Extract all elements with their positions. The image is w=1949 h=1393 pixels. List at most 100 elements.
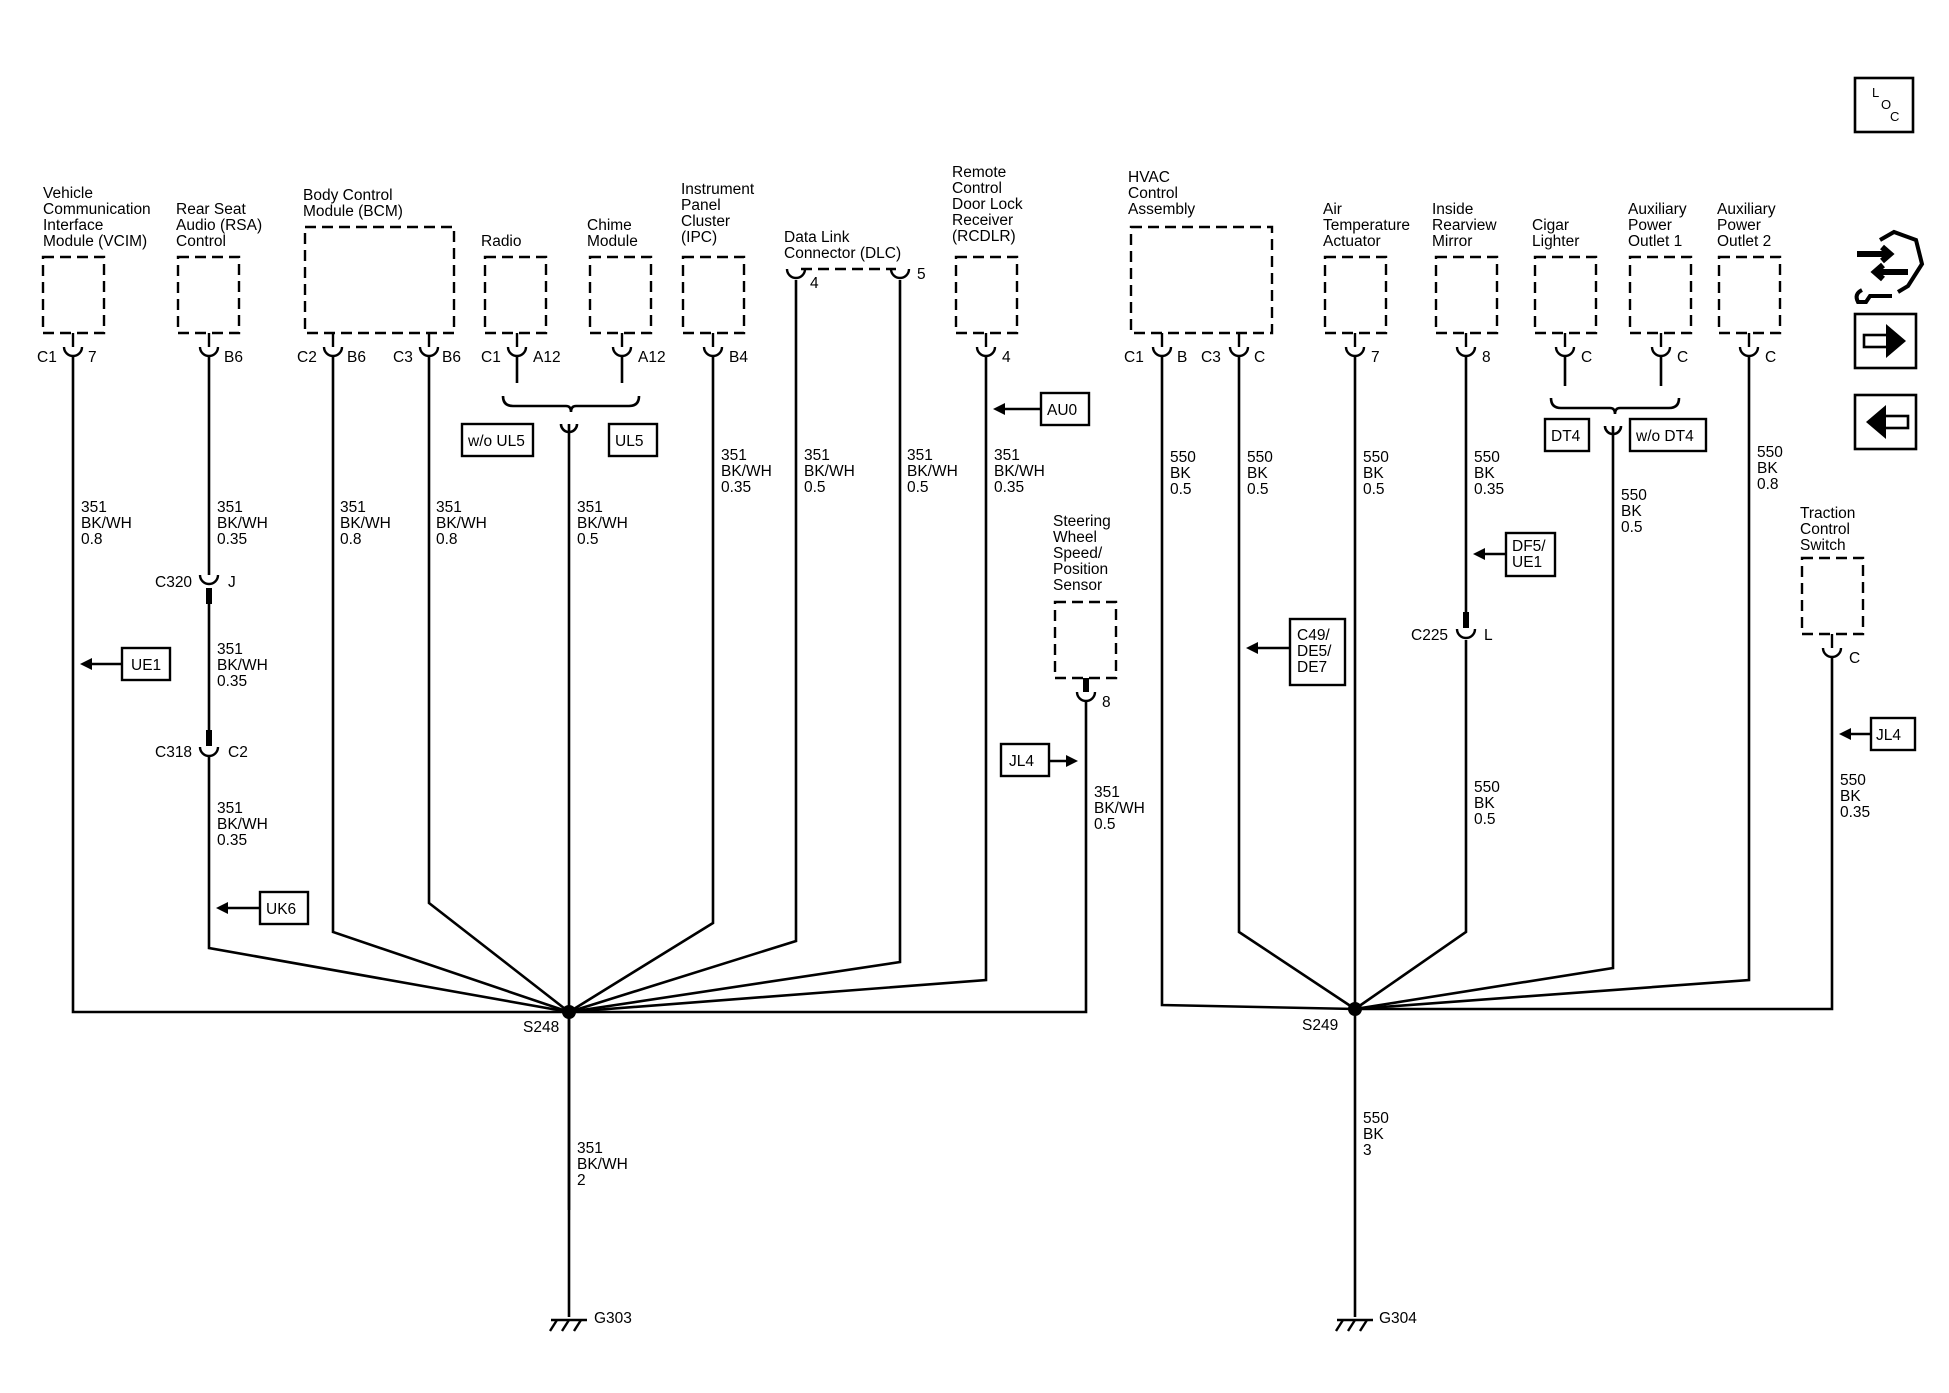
option-au0[interactable]: AU0 bbox=[993, 391, 1091, 427]
arrow-right-icon bbox=[1862, 324, 1906, 358]
swsp-label: Steering Wheel Speed/ Position Sensor bbox=[1053, 513, 1115, 594]
chime-box bbox=[588, 255, 653, 335]
pin-label: B bbox=[1177, 349, 1187, 366]
mirror-label: Inside Rearview Mirror bbox=[1432, 201, 1501, 250]
connector-id-label: C225 bbox=[1411, 627, 1448, 644]
option-df5-ue1[interactable]: DF5/UE1 bbox=[1473, 531, 1557, 578]
pin-label: C bbox=[1849, 650, 1860, 667]
tcs-label: Traction Control Switch bbox=[1800, 505, 1860, 554]
pin-label: 7 bbox=[1371, 349, 1380, 366]
pin-label: C1 bbox=[37, 349, 57, 366]
pin-label: C1 bbox=[1124, 349, 1144, 366]
splices: S248 S249 bbox=[523, 1002, 1362, 1036]
dlc-pin4-connector bbox=[785, 268, 807, 280]
option-wo-dt4[interactable]: w/o DT4 bbox=[1628, 417, 1708, 453]
hvac-c1-connector bbox=[1151, 333, 1173, 358]
prev-page-button[interactable] bbox=[1853, 393, 1918, 451]
component-boxes bbox=[41, 225, 1865, 680]
svg-text:w/o UL5: w/o UL5 bbox=[467, 433, 525, 450]
splice-s249-label: S249 bbox=[1302, 1017, 1338, 1034]
pin-label: 8 bbox=[1482, 349, 1491, 366]
wire-ipc bbox=[568, 357, 715, 1014]
chime-label: Chime Module bbox=[587, 217, 638, 250]
rsa-label: Rear Seat Audio (RSA) Control bbox=[176, 201, 266, 250]
pin-label: L bbox=[1484, 627, 1493, 644]
rsa-box bbox=[176, 255, 241, 335]
option-c49-de5-de7[interactable]: C49/DE5/DE7 bbox=[1246, 617, 1347, 687]
svg-text:C: C bbox=[1890, 109, 1899, 124]
apo2-connector bbox=[1738, 333, 1760, 358]
option-ue1[interactable]: UE1 bbox=[80, 646, 172, 682]
option-markers: UE1 UK6 w/o UL5 UL5 AU0 JL4 bbox=[80, 391, 1917, 926]
option-dt4[interactable]: DT4 bbox=[1543, 417, 1591, 453]
air-temp-connector bbox=[1344, 333, 1366, 358]
wire-bcm-c2 bbox=[331, 357, 570, 1014]
loc-button[interactable]: L O C bbox=[1853, 76, 1915, 134]
wire-tcs bbox=[1355, 658, 1834, 1011]
pin-label: C bbox=[1581, 349, 1592, 366]
apo1-box bbox=[1628, 255, 1693, 335]
ground-g303-label: G303 bbox=[594, 1310, 632, 1327]
hvac-box bbox=[1129, 225, 1274, 335]
cigar-label: Cigar Lighter bbox=[1532, 217, 1579, 250]
splice-s249-dot bbox=[1348, 1002, 1362, 1016]
pin-label: C2 bbox=[297, 349, 317, 366]
pin-label: C bbox=[1254, 349, 1265, 366]
option-uk6[interactable]: UK6 bbox=[216, 890, 310, 926]
svg-text:UL5: UL5 bbox=[615, 433, 643, 450]
pin-label: C1 bbox=[481, 349, 501, 366]
ground-g304-icon bbox=[1334, 1318, 1373, 1332]
tcs-box bbox=[1800, 556, 1865, 636]
c318-connector bbox=[198, 730, 220, 758]
c225-connector bbox=[1455, 612, 1477, 640]
wire-hvac-c1 bbox=[1160, 357, 1356, 1011]
trunk-break bbox=[559, 423, 579, 434]
arrow-left-icon bbox=[1866, 405, 1910, 439]
splice-s248-dot bbox=[562, 1005, 576, 1019]
svg-text:UK6: UK6 bbox=[266, 901, 296, 918]
svg-text:JL4: JL4 bbox=[1009, 753, 1034, 770]
air-temp-box bbox=[1323, 255, 1388, 335]
dlc-pin5-connector bbox=[889, 268, 911, 280]
option-wo-ul5[interactable]: w/o UL5 bbox=[460, 422, 535, 458]
pin-label: C bbox=[1765, 349, 1776, 366]
connector-id-label: C320 bbox=[155, 574, 192, 591]
svg-text:JL4: JL4 bbox=[1876, 727, 1901, 744]
wire-bcm-c3 bbox=[427, 357, 570, 1014]
pin-labels: C1 7 B6 C2 B6 C3 B6 C1 A12 A12 B4 4 5 4 … bbox=[37, 266, 1860, 761]
wires bbox=[71, 280, 1834, 1317]
chime-connector bbox=[611, 333, 633, 358]
vcim-connector bbox=[62, 333, 84, 358]
pin-label: J bbox=[228, 574, 236, 591]
rcdlr-box bbox=[954, 255, 1019, 335]
rcdlr-label: Remote Control Door Lock Receiver (RCDLR… bbox=[952, 164, 1027, 245]
option-jl4-right[interactable]: JL4 bbox=[1839, 716, 1917, 752]
wire-vcim bbox=[71, 357, 569, 1014]
wrench-arrows-icon[interactable] bbox=[1854, 229, 1925, 304]
ipc-label: Instrument Panel Cluster (IPC) bbox=[681, 181, 759, 246]
connector-symbols bbox=[62, 268, 1843, 758]
next-page-button[interactable] bbox=[1853, 312, 1918, 370]
pin-label: 7 bbox=[88, 349, 97, 366]
option-ul5[interactable]: UL5 bbox=[607, 422, 659, 458]
component-labels: Vehicle Communication Interface Module (… bbox=[43, 164, 1860, 594]
apo2-label: Auxiliary Power Outlet 2 bbox=[1717, 201, 1780, 250]
option-jl4-left[interactable]: JL4 bbox=[999, 742, 1078, 778]
radio-label: Radio bbox=[481, 233, 522, 250]
